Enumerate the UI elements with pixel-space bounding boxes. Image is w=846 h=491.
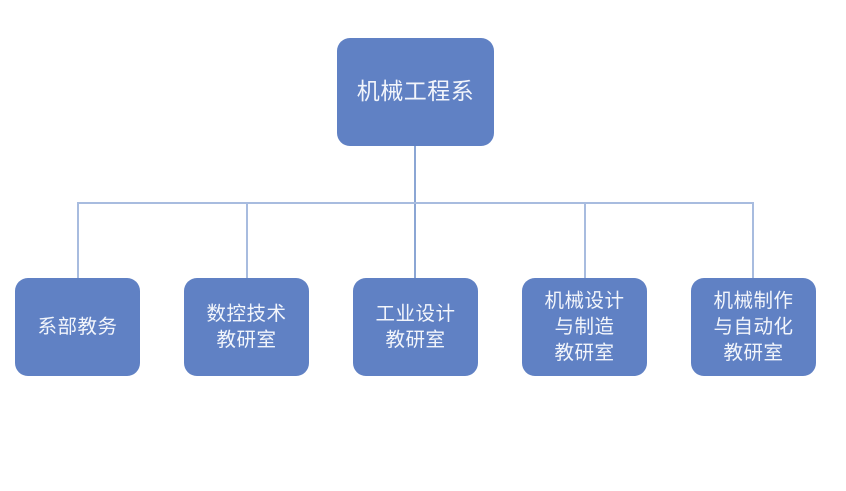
connector-drop-5 <box>752 202 754 279</box>
node-child-label: 系部教务 <box>37 315 118 339</box>
node-child-mechanical-fabrication-automation[interactable]: 机械制作 与自动化 教研室 <box>691 278 816 376</box>
connector-horizontal-bus <box>77 202 753 204</box>
node-child-mechanical-design-manufacturing[interactable]: 机械设计 与制造 教研室 <box>522 278 647 376</box>
node-child-industrial-design[interactable]: 工业设计 教研室 <box>353 278 478 376</box>
connector-drop-4 <box>584 202 586 279</box>
connector-drop-1 <box>77 202 79 279</box>
node-root-department[interactable]: 机械工程系 <box>337 38 494 146</box>
connector-drop-2 <box>246 202 248 279</box>
node-child-label: 机械制作 与自动化 教研室 <box>713 289 794 364</box>
node-child-label: 机械设计 与制造 教研室 <box>544 289 625 364</box>
node-child-label: 数控技术 教研室 <box>206 302 287 351</box>
node-root-label: 机械工程系 <box>356 78 475 105</box>
node-child-cnc-technology[interactable]: 数控技术 教研室 <box>184 278 309 376</box>
node-child-label: 工业设计 教研室 <box>375 302 456 351</box>
connector-root-trunk <box>414 146 416 278</box>
node-child-academic-affairs[interactable]: 系部教务 <box>15 278 140 376</box>
